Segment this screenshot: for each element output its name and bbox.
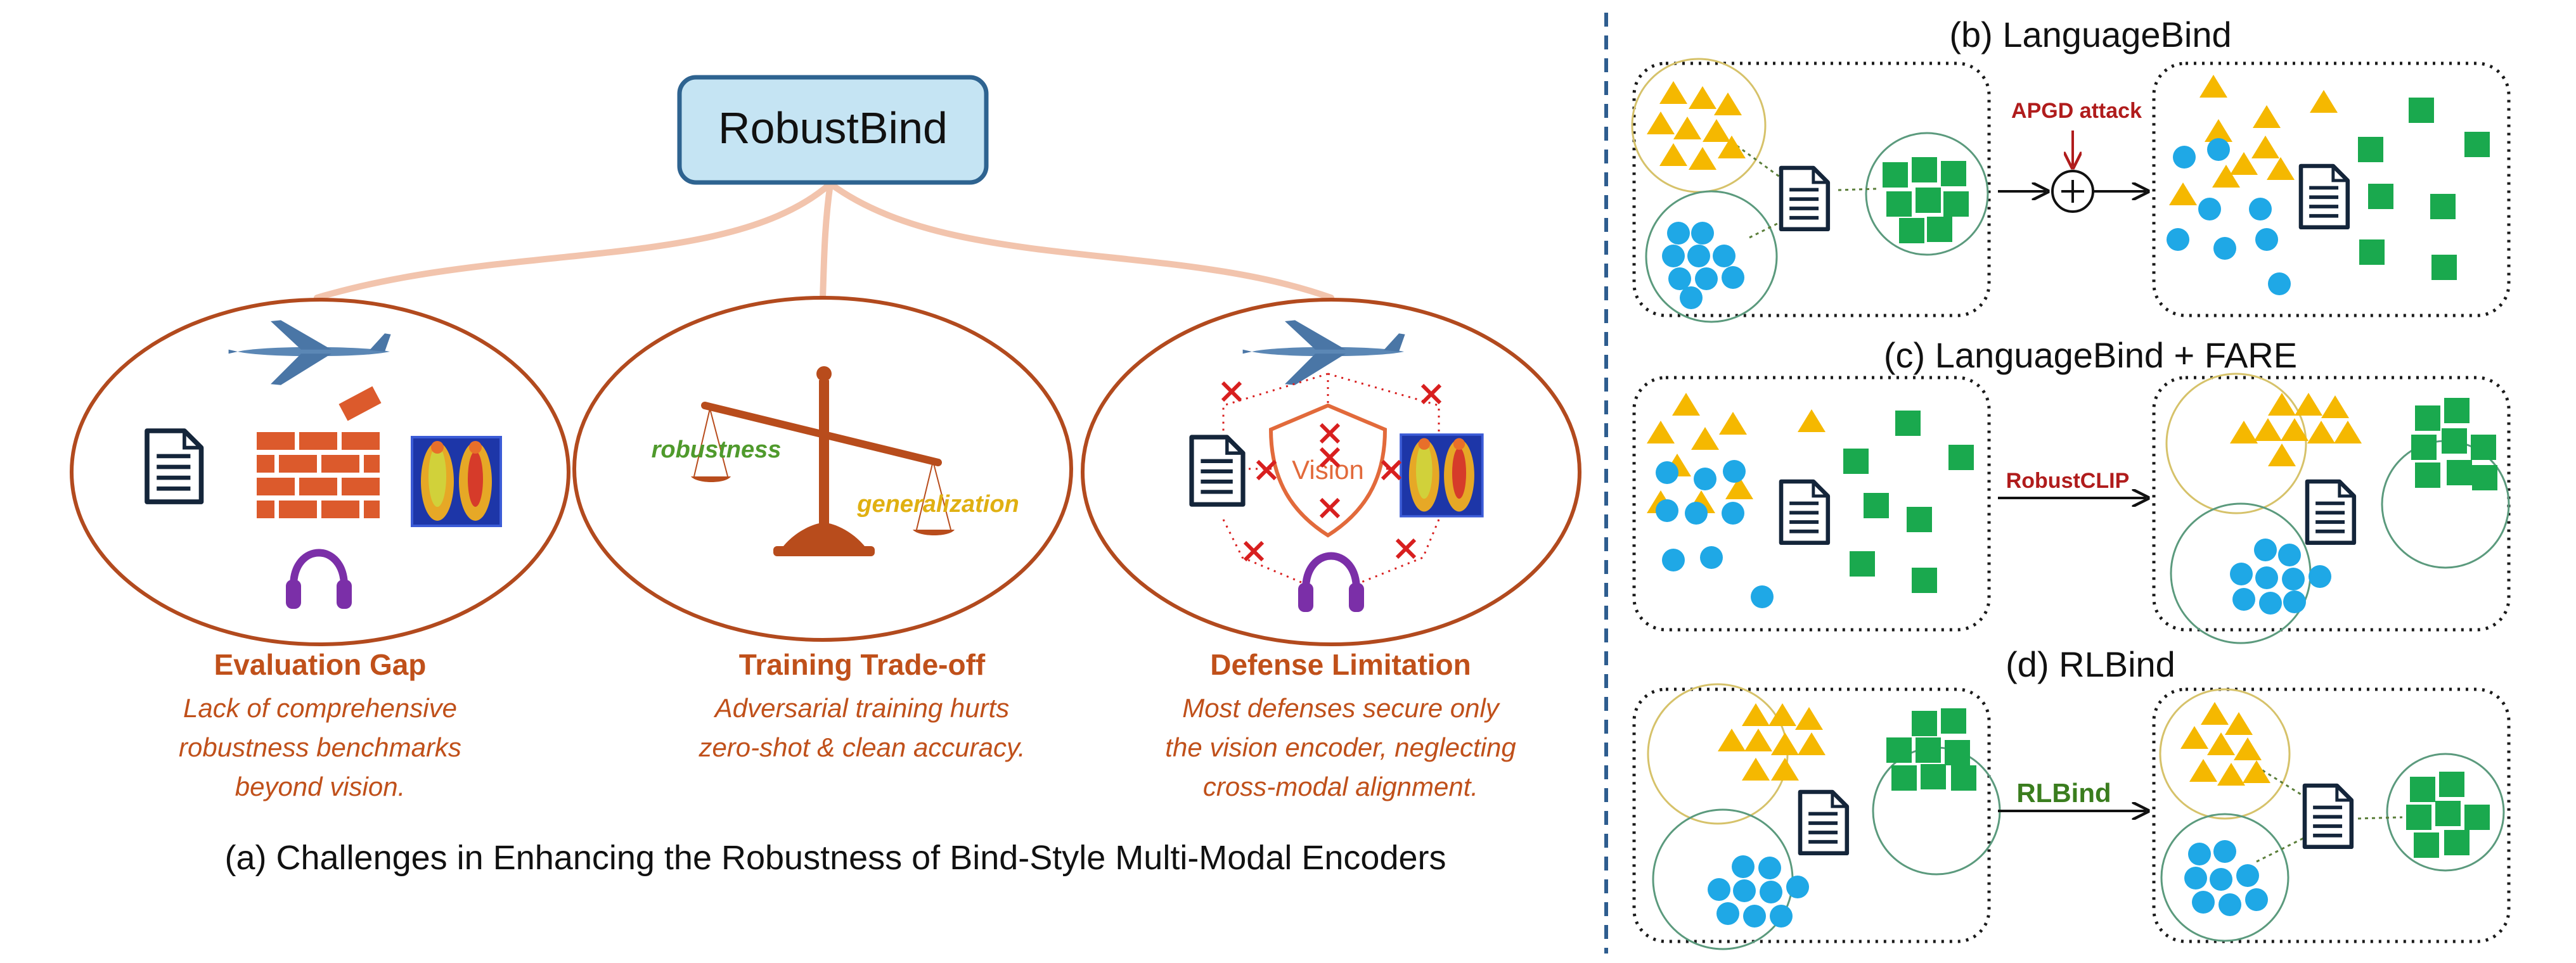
document-icon bbox=[1800, 792, 1847, 853]
challenge-title: Training Trade-off bbox=[739, 648, 986, 681]
challenge-desc-line: Most defenses secure only bbox=[1182, 693, 1501, 723]
scattered-circles bbox=[2167, 138, 2291, 295]
square-cluster bbox=[2406, 772, 2490, 858]
thermal-image-icon bbox=[411, 436, 502, 527]
scattered-triangles bbox=[2169, 75, 2338, 205]
embedding-space-left bbox=[1632, 683, 2001, 950]
robustclip-arrow: RobustCLIP bbox=[1998, 469, 2146, 498]
challenge-desc-line: cross-modal alignment. bbox=[1203, 772, 1478, 801]
balance-scale-icon bbox=[691, 366, 955, 556]
document-icon bbox=[1781, 168, 1828, 229]
challenge-desc-line: Lack of comprehensive bbox=[183, 693, 457, 723]
document-icon bbox=[2305, 786, 2352, 847]
circle-cluster bbox=[2230, 539, 2331, 615]
square-cluster bbox=[1883, 157, 1969, 243]
challenge-training-tradeoff: robustness generalization bbox=[572, 296, 1073, 642]
scattered-circles bbox=[1656, 460, 1774, 608]
robustness-label: robustness bbox=[652, 437, 782, 463]
attack-arrow: APGD attack bbox=[1998, 99, 2146, 213]
panel-d: (d) RLBind bbox=[1632, 644, 2511, 950]
circle-cluster bbox=[1708, 855, 1809, 928]
embedding-space-right bbox=[2152, 373, 2511, 644]
challenge-desc-line: beyond vision. bbox=[235, 772, 406, 801]
brick-wall-icon bbox=[257, 386, 382, 518]
embedding-space-left bbox=[1632, 376, 1991, 632]
challenge-texts: Evaluation Gap Lack of comprehensive rob… bbox=[179, 648, 1516, 801]
thermal-image-icon bbox=[1400, 433, 1484, 518]
square-cluster bbox=[1886, 708, 1976, 791]
document-icon bbox=[2301, 166, 2348, 227]
robustclip-label: RobustCLIP bbox=[2006, 469, 2130, 493]
challenge-desc-line: robustness benchmarks bbox=[179, 732, 461, 762]
challenge-title: Defense Limitation bbox=[1210, 648, 1471, 681]
challenge-title: Evaluation Gap bbox=[214, 648, 427, 681]
challenge-defense-limitation: Vision bbox=[1081, 298, 1581, 646]
panel-b: (b) LanguageBind bbox=[1631, 15, 2511, 323]
square-cluster bbox=[2411, 398, 2497, 490]
triangle-cluster bbox=[2230, 393, 2362, 466]
panel-d-title: (d) RLBind bbox=[2006, 644, 2175, 684]
circle-cluster bbox=[1662, 222, 1744, 309]
panel-c: (c) LanguageBind + FARE bbox=[1632, 335, 2511, 644]
scattered-squares bbox=[2358, 98, 2490, 280]
embedding-space-left bbox=[1631, 58, 1991, 323]
panel-a: RobustBind bbox=[70, 75, 1581, 877]
rlbind-label: RLBind bbox=[2016, 778, 2111, 808]
triangle-cluster bbox=[1647, 81, 1746, 170]
document-icon bbox=[1781, 482, 1828, 543]
challenge-desc-line: zero-shot & clean accuracy. bbox=[698, 732, 1025, 762]
document-icon bbox=[2307, 482, 2354, 543]
root-node-label: RobustBind bbox=[718, 103, 948, 153]
embedding-space-right bbox=[2152, 61, 2511, 317]
triangle-cluster bbox=[2180, 702, 2270, 786]
tree-connectors bbox=[314, 181, 1334, 301]
document-icon bbox=[147, 431, 202, 502]
challenge-desc-line: Adversarial training hurts bbox=[713, 693, 1010, 723]
challenge-evaluation-gap bbox=[70, 298, 570, 646]
panel-c-title: (c) LanguageBind + FARE bbox=[1884, 335, 2297, 375]
triangle-cluster bbox=[1718, 703, 1826, 781]
panel-a-caption: (a) Challenges in Enhancing the Robustne… bbox=[224, 839, 1446, 877]
generalization-label: generalization bbox=[856, 491, 1019, 518]
root-node: RobustBind bbox=[677, 75, 989, 185]
challenge-desc-line: the vision encoder, neglecting bbox=[1165, 732, 1516, 762]
document-icon bbox=[1192, 437, 1243, 504]
panel-b-title: (b) LanguageBind bbox=[1949, 15, 2231, 54]
shield-icon bbox=[1268, 403, 1388, 538]
embedding-space-right bbox=[2152, 687, 2511, 943]
scattered-squares bbox=[1843, 411, 1974, 593]
attack-label: APGD attack bbox=[2011, 99, 2142, 123]
circle-cluster bbox=[2184, 840, 2268, 916]
rlbind-arrow: RLBind bbox=[1998, 778, 2146, 811]
